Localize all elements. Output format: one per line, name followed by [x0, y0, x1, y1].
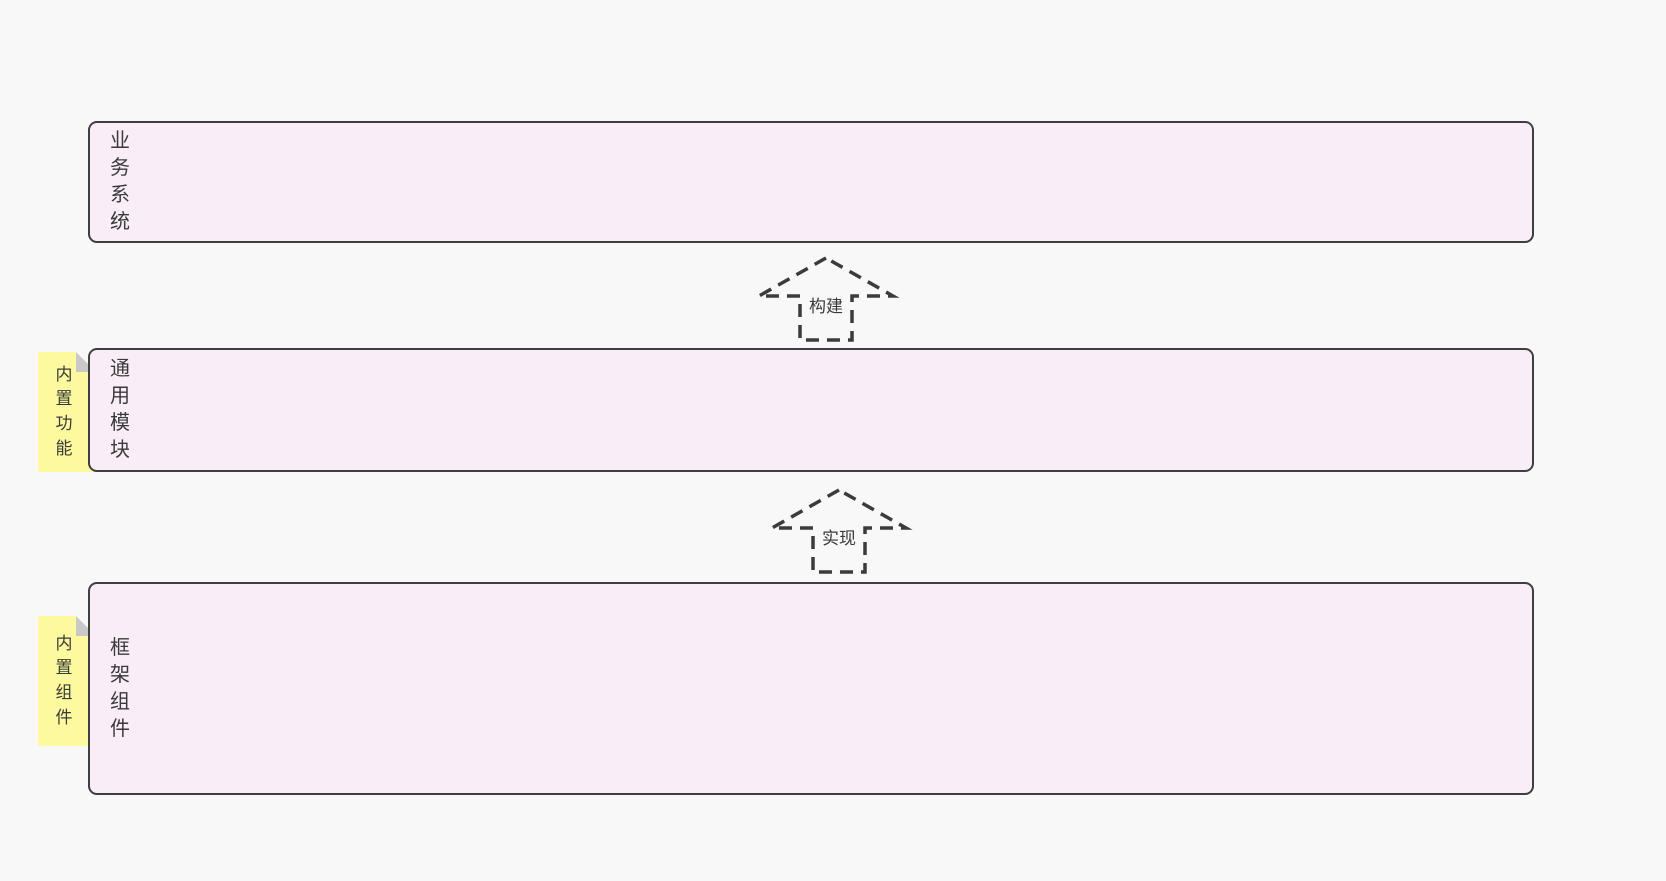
build-arrow: 构建 — [752, 255, 900, 342]
implement-arrow: 实现 — [765, 487, 913, 574]
layer-label-wrap: 通用模块 — [100, 350, 140, 470]
common-modules-layer: 通用模块 — [88, 348, 1534, 472]
arrow-label: 构建 — [809, 297, 843, 316]
framework-components-layer: 框架组件 — [88, 582, 1534, 795]
note-text: 内置功能 — [55, 364, 73, 458]
business-systems-label: 业务系统 — [110, 130, 130, 233]
business-systems-layer: 业务系统 — [88, 121, 1534, 243]
layer-label-wrap: 框架组件 — [100, 584, 140, 793]
note-text: 内置组件 — [55, 633, 73, 727]
arrow-label-bg — [802, 290, 850, 320]
note-built-in-components: 内置组件 — [38, 616, 96, 746]
arrow-label: 实现 — [822, 529, 856, 548]
common-modules-label: 通用模块 — [110, 358, 130, 461]
layer-label-wrap: 业务系统 — [100, 123, 140, 241]
arrow-label-bg — [815, 522, 863, 552]
framework-components-label: 框架组件 — [110, 636, 130, 740]
